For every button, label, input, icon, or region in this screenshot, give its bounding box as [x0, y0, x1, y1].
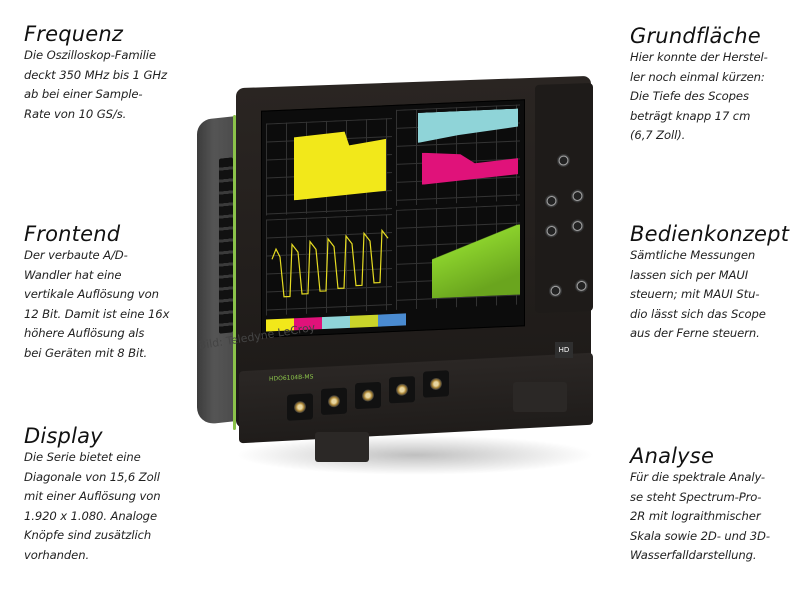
- feature-title: Frequenz: [24, 22, 124, 46]
- oscilloscope-photo: TELEDYNE LECROY HDO6104B-MS: [195, 75, 615, 475]
- feature-bedienkonzept: Bedienkonzept Sämtliche Messungen lassen…: [630, 222, 800, 344]
- channel-1-input: [287, 393, 313, 421]
- yellow-trace: [294, 126, 386, 200]
- feature-text: Für die spektrale Analy- se steht Spectr…: [630, 470, 770, 563]
- feature-text: Die Oszilloskop-Familie deckt 350 MHz bi…: [24, 48, 167, 121]
- feature-text: Sämtliche Messungen lassen sich per MAUI…: [630, 248, 766, 341]
- stand-foot-right: [513, 382, 567, 412]
- magenta-trace: [422, 149, 518, 185]
- feature-text: Der verbaute A/D- Wandler hat eine verti…: [24, 248, 170, 360]
- control-panel: [535, 82, 593, 314]
- horizontal-knob: [571, 189, 584, 203]
- spectrum-trace: [432, 224, 520, 299]
- feature-frequenz: Frequenz Die Oszilloskop-Familie deckt 3…: [24, 22, 209, 124]
- cyan-trace: [418, 109, 518, 143]
- waveform-pane-ch1-zoom: [266, 214, 392, 316]
- feature-text: Die Serie bietet eine Diagonale von 15,6…: [24, 450, 161, 562]
- offset-knob: [545, 224, 558, 238]
- feature-title: Grundfläche: [630, 24, 761, 48]
- feature-analyse: Analyse Für die spektrale Analy- se steh…: [630, 444, 800, 566]
- trigger-level-knob: [557, 153, 570, 168]
- feature-title: Frontend: [24, 222, 121, 246]
- stand-foot-left: [315, 432, 369, 462]
- waveform-pane-ch1: [266, 118, 392, 216]
- feature-display: Display Die Serie bietet eine Diagonale …: [24, 424, 209, 566]
- spectrum-pane: [396, 204, 520, 310]
- ext-trigger-input: [423, 370, 449, 398]
- scope-screen: [261, 99, 525, 338]
- channel-2-input: [321, 387, 347, 415]
- waveform-pane-ch2-ch3: [396, 104, 520, 206]
- channel-4-input: [389, 376, 415, 404]
- hd-badge: HD: [555, 342, 573, 358]
- feature-title: Display: [24, 424, 103, 448]
- cursor-knob: [575, 279, 588, 293]
- accent-stripe: [233, 114, 236, 431]
- feature-title: Bedienkonzept: [630, 222, 790, 246]
- delay-knob: [571, 219, 584, 233]
- feature-grundflaeche: Grundfläche Hier konnte der Herstel- ler…: [630, 24, 800, 146]
- photo-shadow: [235, 435, 595, 475]
- sawtooth-trace: [271, 228, 389, 298]
- adjust-knob: [549, 284, 562, 298]
- feature-frontend: Frontend Der verbaute A/D- Wandler hat e…: [24, 222, 209, 364]
- feature-title: Analyse: [630, 444, 715, 468]
- vertical-knob: [545, 194, 558, 208]
- channel-3-input: [355, 381, 381, 410]
- model-label: HDO6104B-MS: [269, 373, 314, 383]
- feature-text: Hier konnte der Herstel- ler noch einmal…: [630, 50, 768, 143]
- vent-grille: [219, 157, 233, 334]
